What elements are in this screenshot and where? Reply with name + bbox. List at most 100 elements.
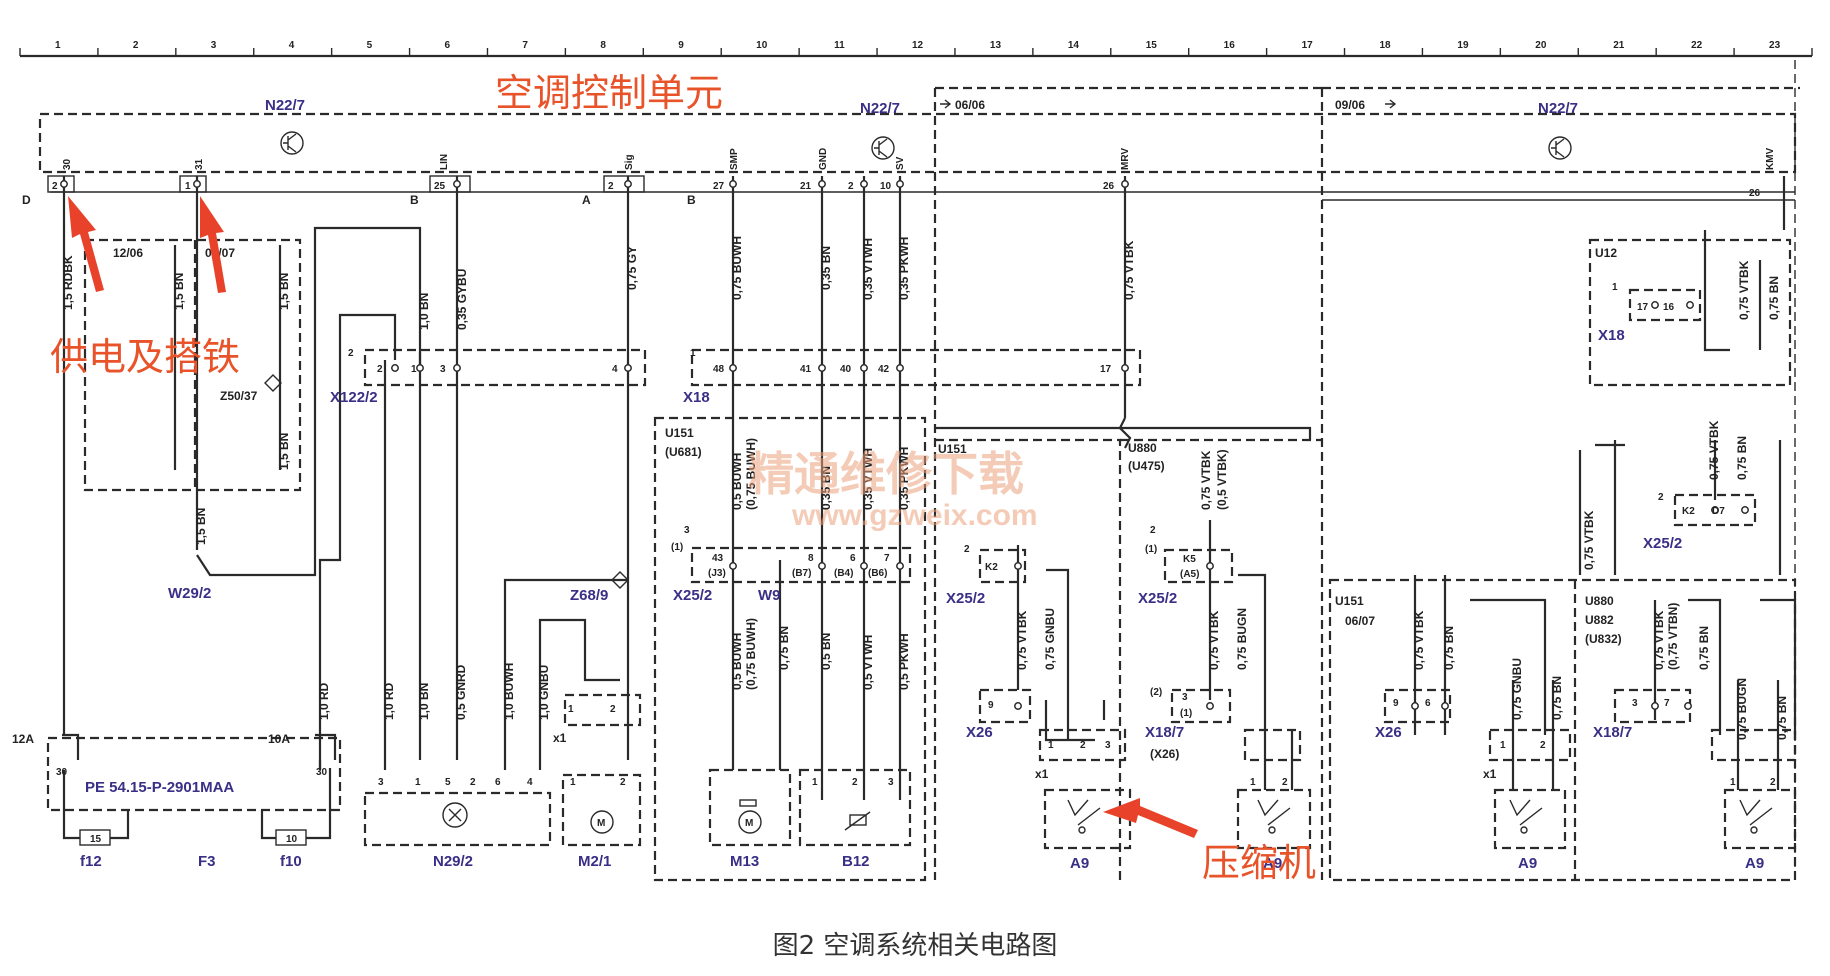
svg-text:17: 17 — [1100, 364, 1112, 375]
svg-text:3: 3 — [1632, 698, 1638, 709]
section-0606: 06/06 — [955, 98, 985, 112]
pin-contact — [1711, 506, 1719, 514]
svg-text:2: 2 — [348, 348, 354, 359]
svg-text:15: 15 — [90, 834, 102, 845]
svg-text:0,75 VTBK: 0,75 VTBK — [1015, 610, 1029, 670]
bus-d-label: D — [22, 193, 31, 207]
svg-text:(U475): (U475) — [1128, 459, 1165, 473]
svg-text:0,75 BN: 0,75 BN — [1697, 626, 1711, 670]
svg-text:17: 17 — [1637, 302, 1649, 313]
svg-text:1,0 BN: 1,0 BN — [417, 293, 431, 330]
grid-number: 17 — [1302, 40, 1314, 51]
watermark-text: 精通维修下载 — [748, 448, 1024, 500]
pin-contact — [1014, 702, 1022, 710]
z68-junction-icon — [611, 571, 629, 589]
svg-text:2: 2 — [610, 704, 616, 715]
svg-text:0,75 BUGN: 0,75 BUGN — [1235, 608, 1249, 670]
compressor-annotation: 压缩机 — [1202, 841, 1316, 885]
svg-text:2: 2 — [852, 777, 858, 788]
svg-text:SMP: SMP — [729, 148, 740, 170]
svg-text:3: 3 — [440, 364, 446, 375]
svg-text:10: 10 — [880, 181, 892, 192]
grid-number: 16 — [1224, 40, 1236, 51]
svg-text:12/06: 12/06 — [113, 246, 143, 260]
svg-text:1,0 RD: 1,0 RD — [382, 682, 396, 720]
compressor-switch-icon — [1067, 799, 1101, 834]
n22-7-label-c: N22/7 — [1538, 100, 1578, 117]
svg-text:1: 1 — [690, 348, 696, 359]
wire-labels: 1,5 RDBK 1,5 BN 1,5 BN 1,5 BN 1,5 BN 1,0… — [61, 236, 1789, 740]
svg-text:5: 5 — [445, 777, 451, 788]
svg-text:(B4): (B4) — [834, 568, 853, 579]
svg-text:30: 30 — [56, 767, 68, 778]
svg-text:(1): (1) — [671, 542, 683, 553]
m13-motor-icon: M — [738, 799, 762, 834]
pin-contact — [860, 180, 868, 188]
svg-text:10A: 10A — [268, 732, 290, 746]
svg-text:3: 3 — [378, 777, 384, 788]
svg-text:1,0 RD: 1,0 RD — [317, 682, 331, 720]
grid-number: 18 — [1379, 40, 1391, 51]
svg-text:31: 31 — [194, 158, 205, 170]
svg-text:0,75 BUWH: 0,75 BUWH — [730, 236, 744, 300]
svg-text:0,5 PKWH: 0,5 PKWH — [897, 633, 911, 690]
svg-text:0,75 VTBK: 0,75 VTBK — [1737, 260, 1751, 320]
grid-number: 21 — [1613, 40, 1625, 51]
svg-text:X26: X26 — [966, 724, 993, 741]
pin-contact — [1411, 702, 1419, 710]
svg-text:(1): (1) — [1145, 544, 1157, 555]
svg-text:0,35 GYBU: 0,35 GYBU — [455, 269, 469, 330]
grid-number: 1 — [55, 40, 61, 51]
svg-text:0,5 BN: 0,5 BN — [819, 633, 833, 670]
grid-number: 9 — [678, 40, 684, 51]
svg-text:U151: U151 — [665, 426, 694, 440]
bus-a-label: A — [582, 193, 591, 207]
fuse-symbols — [62, 733, 337, 846]
n29-blower-icon — [442, 802, 468, 828]
pin-contact — [453, 180, 461, 188]
control-unit-box: N22/7 N22/7 N22/7 06/06 09/06 D B A B — [22, 60, 1800, 880]
svg-text:M2/1: M2/1 — [578, 853, 611, 870]
svg-text:1,0 BUWH: 1,0 BUWH — [502, 663, 516, 720]
svg-text:(B6): (B6) — [868, 568, 887, 579]
pin-contact — [1441, 702, 1449, 710]
grid-number: 19 — [1457, 40, 1469, 51]
svg-text:0,5 BUWH: 0,5 BUWH — [730, 633, 744, 690]
arrow-icon — [68, 196, 104, 292]
svg-text:1,5 BN: 1,5 BN — [277, 273, 291, 310]
pin-contact — [1121, 180, 1129, 188]
svg-text:27: 27 — [713, 181, 725, 192]
svg-text:43: 43 — [712, 553, 724, 564]
svg-text:M13: M13 — [730, 853, 759, 870]
svg-text:0,35 PKWH: 0,35 PKWH — [897, 447, 911, 510]
svg-text:30: 30 — [316, 767, 328, 778]
pin-dots — [60, 180, 1749, 710]
svg-text:1,0 GNBU: 1,0 GNBU — [537, 665, 551, 720]
svg-text:1: 1 — [1250, 777, 1256, 788]
svg-text:U151: U151 — [938, 442, 967, 456]
svg-text:LIN: LIN — [439, 154, 450, 170]
svg-text:U12: U12 — [1595, 246, 1617, 260]
pin-contact — [416, 364, 424, 372]
svg-text:0,35 VTWH: 0,35 VTWH — [861, 448, 875, 510]
figure-caption: 图2 空调系统相关电路图 — [772, 931, 1058, 961]
grid-number: 7 — [522, 40, 528, 51]
svg-text:3: 3 — [1182, 692, 1188, 703]
svg-text:1: 1 — [1730, 777, 1736, 788]
svg-text:4: 4 — [612, 364, 618, 375]
m2-1-motor-icon: M — [590, 810, 614, 834]
svg-text:1,0 BN: 1,0 BN — [417, 683, 431, 720]
svg-text:0,75 BN: 0,75 BN — [1775, 696, 1789, 740]
grid-number: 14 — [1068, 40, 1080, 51]
pin-contact — [1651, 301, 1659, 309]
svg-text:0,75 GNBU: 0,75 GNBU — [1043, 608, 1057, 670]
grid-number: 4 — [289, 40, 295, 51]
svg-text:0,75 BN: 0,75 BN — [1735, 436, 1749, 480]
grid-number: 11 — [834, 40, 845, 51]
svg-text:1,5 BN: 1,5 BN — [277, 433, 291, 470]
svg-text:(A5): (A5) — [1180, 569, 1199, 580]
svg-text:0,75 BN: 0,75 BN — [1767, 276, 1781, 320]
grid-number: 20 — [1535, 40, 1547, 51]
svg-text:0,75 VTBK: 0,75 VTBK — [1652, 610, 1666, 670]
